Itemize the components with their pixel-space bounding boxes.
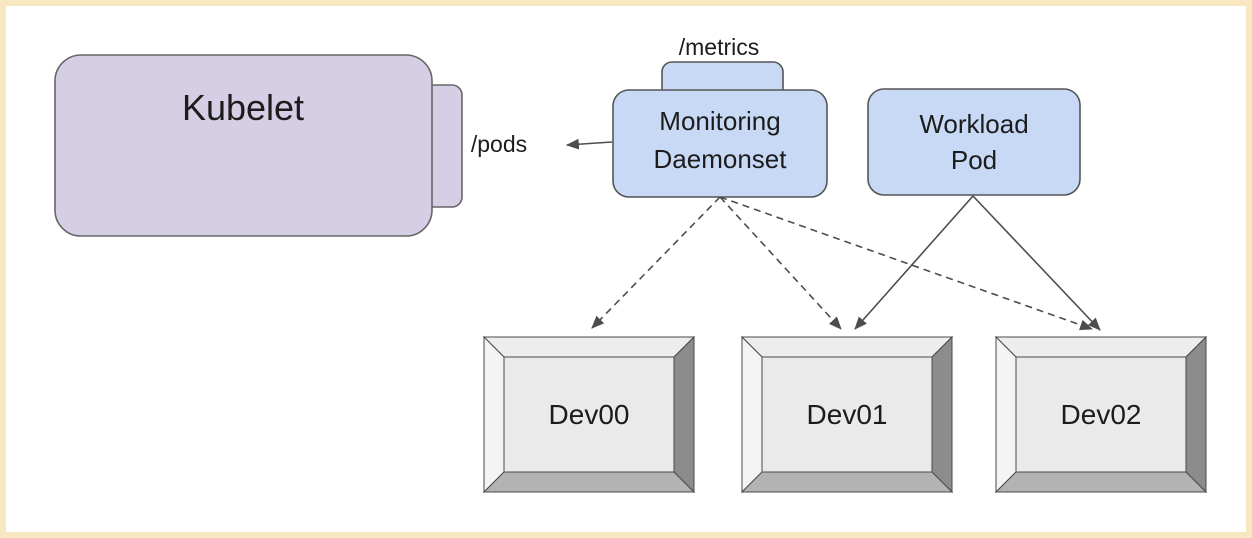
workload-pod-box [867,88,1081,196]
arrow-workload-to-dev02 [972,195,1101,331]
node-dev01: Dev01 [741,336,953,493]
dev02-label: Dev02 [1061,399,1142,430]
node-dev02: Dev02 [995,336,1207,493]
metrics-endpoint-label: /metrics [679,34,760,60]
monitoring-daemonset-label-line1: Monitoring [659,106,780,136]
kubelet-label: Kubelet [182,87,304,128]
workload-pod-label-line1: Workload [919,109,1028,139]
monitoring-daemonset-label-line2: Daemonset [654,144,788,174]
arrow-workload-to-dev01 [854,195,974,330]
pods-endpoint-label: /pods [471,131,527,157]
node-workload-pod: Workload Pod [867,88,1081,196]
arrow-monitoring-to-pods [565,138,613,150]
dev00-label: Dev00 [549,399,630,430]
kubelet-box [54,54,433,237]
arrow-monitoring-to-dev01 [719,196,842,330]
node-kubelet: Kubelet [54,54,463,237]
dev01-label: Dev01 [807,399,888,430]
arrow-monitoring-to-dev00 [591,196,721,329]
node-dev00: Dev00 [483,336,695,493]
workload-pod-label-line2: Pod [951,145,997,175]
arrow-monitoring-to-dev02 [719,196,1094,331]
node-monitoring-daemonset: Monitoring Daemonset [612,89,828,198]
